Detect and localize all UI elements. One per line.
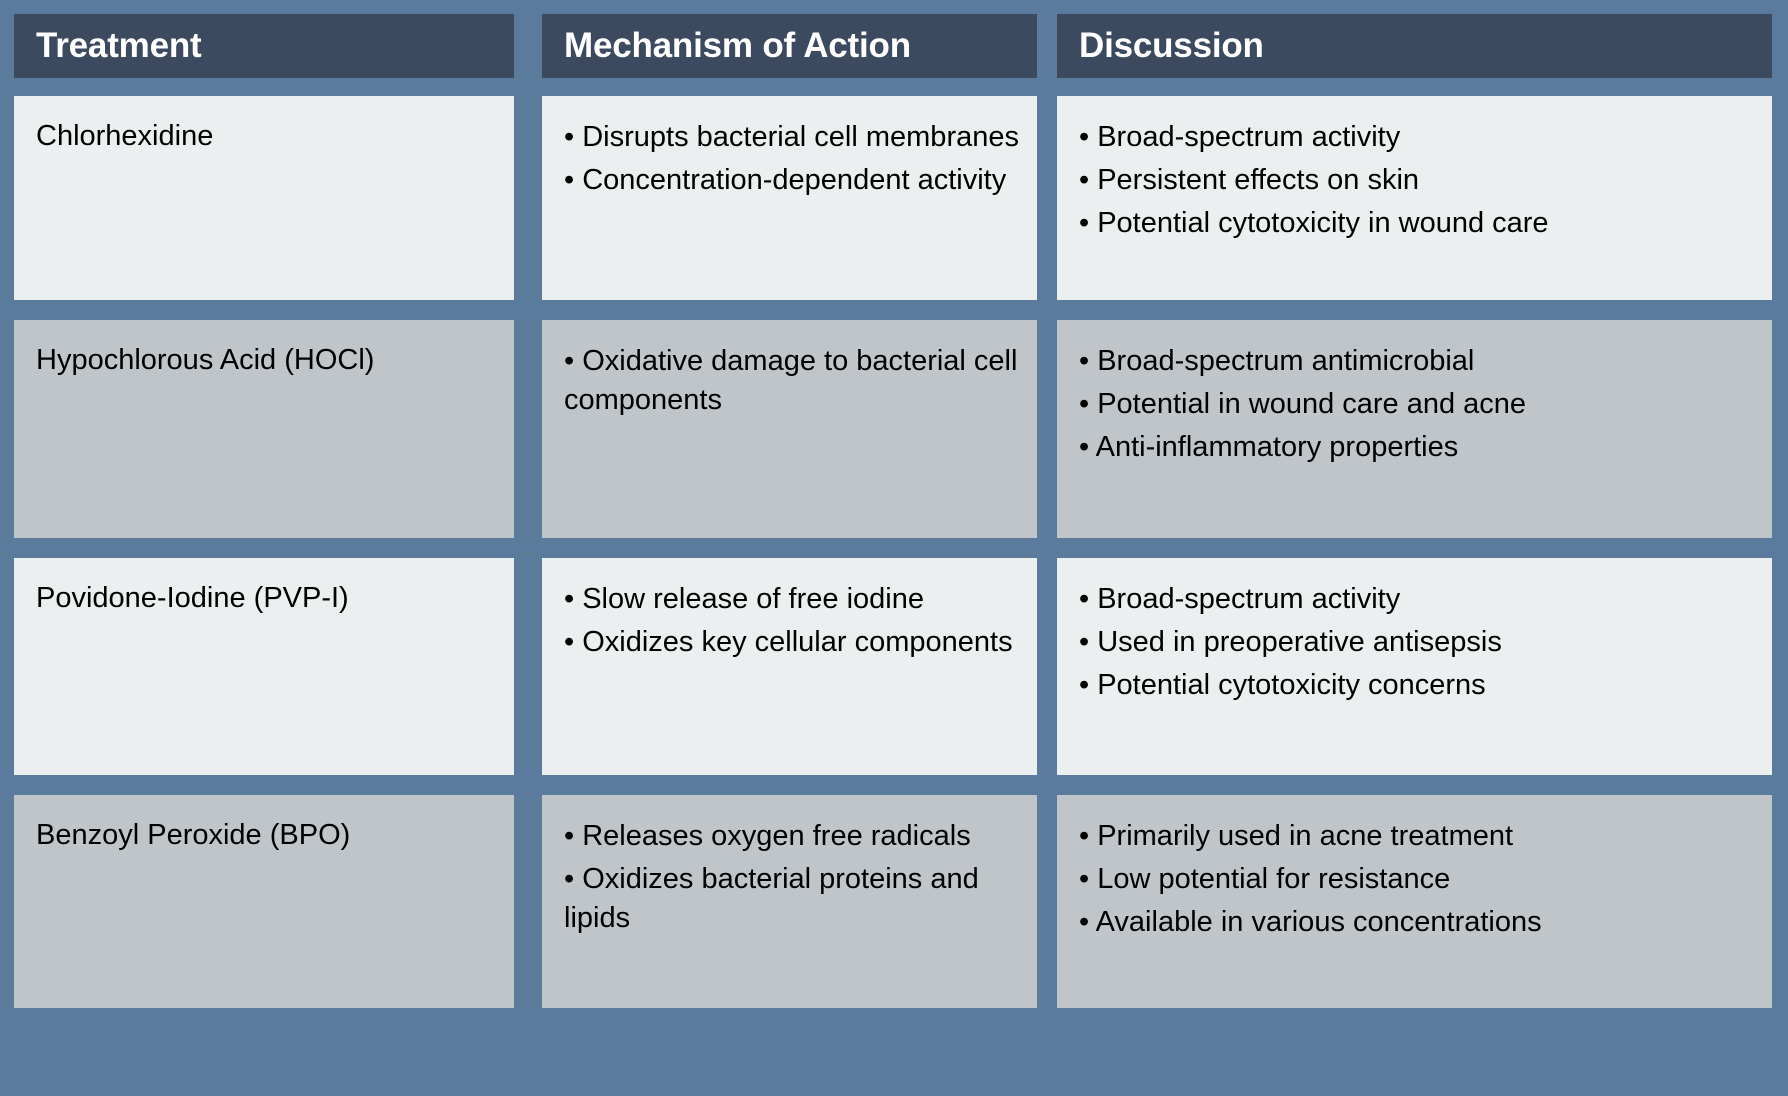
table-row: Hypochlorous Acid (HOCl) • Oxidative dam… <box>14 320 1778 538</box>
list-item: • Potential cytotoxicity concerns <box>1079 669 1486 702</box>
list-item: • Concentration-dependent activity <box>564 164 1007 197</box>
list-item: • Oxidizes key cellular components <box>564 626 1013 659</box>
discussion-cell: • Broad-spectrum activity • Persistent e… <box>1057 96 1772 300</box>
discussion-bullet-list: • Primarily used in acne treatment • Low… <box>1079 817 1756 942</box>
list-item: • Disrupts bacterial cell membranes <box>564 121 1019 153</box>
discussion-bullet-list: • Broad-spectrum activity • Used in preo… <box>1079 580 1756 705</box>
treatment-name: Hypochlorous Acid (HOCl) <box>36 344 375 376</box>
mechanism-cell: • Slow release of free iodine • Oxidizes… <box>542 558 1037 775</box>
list-item: • Releases oxygen free radicals <box>564 820 971 852</box>
mechanism-bullet-list: • Slow release of free iodine • Oxidizes… <box>564 580 1021 662</box>
mechanism-bullet-list: • Releases oxygen free radicals • Oxidiz… <box>564 817 1021 938</box>
column-header-discussion-label: Discussion <box>1079 26 1264 65</box>
mechanism-bullet-list: • Oxidative damage to bacterial cell com… <box>564 342 1021 420</box>
list-item: • Potential in wound care and acne <box>1079 388 1527 421</box>
discussion-bullet-list: • Broad-spectrum antimicrobial • Potenti… <box>1079 342 1756 467</box>
mechanism-cell: • Disrupts bacterial cell membranes • Co… <box>542 96 1037 300</box>
mechanism-cell: • Oxidative damage to bacterial cell com… <box>542 320 1037 538</box>
treatment-cell: Hypochlorous Acid (HOCl) <box>14 320 514 538</box>
table-row: Benzoyl Peroxide (BPO) • Releases oxygen… <box>14 795 1778 1008</box>
treatment-name: Benzoyl Peroxide (BPO) <box>36 819 351 851</box>
treatment-name: Povidone-Iodine (PVP-I) <box>36 582 349 614</box>
column-header-mechanism-of-action: Mechanism of Action <box>542 14 1037 78</box>
list-item: • Slow release of free iodine <box>564 583 924 615</box>
treatment-cell: Povidone-Iodine (PVP-I) <box>14 558 514 775</box>
column-header-mechanism-of-action-label: Mechanism of Action <box>564 26 911 65</box>
list-item: • Oxidizes bacterial proteins and lipids <box>564 863 979 935</box>
list-item: • Broad-spectrum activity <box>1079 121 1401 153</box>
list-item: • Persistent effects on skin <box>1079 164 1420 197</box>
list-item: • Broad-spectrum activity <box>1079 583 1401 615</box>
table-header-row: Treatment Mechanism of Action Discussion <box>14 14 1778 78</box>
list-item: • Broad-spectrum antimicrobial <box>1079 345 1475 377</box>
discussion-cell: • Primarily used in acne treatment • Low… <box>1057 795 1772 1008</box>
list-item: • Oxidative damage to bacterial cell com… <box>564 345 1018 417</box>
discussion-cell: • Broad-spectrum activity • Used in preo… <box>1057 558 1772 775</box>
treatment-cell: Benzoyl Peroxide (BPO) <box>14 795 514 1008</box>
list-item: • Used in preoperative antisepsis <box>1079 626 1502 659</box>
treatment-name: Chlorhexidine <box>36 120 214 152</box>
list-item: • Anti-inflammatory properties <box>1079 431 1459 464</box>
list-item: • Potential cytotoxicity in wound care <box>1079 207 1549 240</box>
column-header-treatment-label: Treatment <box>36 26 202 65</box>
list-item: • Low potential for resistance <box>1079 863 1451 896</box>
mechanism-bullet-list: • Disrupts bacterial cell membranes • Co… <box>564 118 1021 200</box>
column-header-discussion: Discussion <box>1057 14 1772 78</box>
table-row: Chlorhexidine • Disrupts bacterial cell … <box>14 96 1778 300</box>
treatment-cell: Chlorhexidine <box>14 96 514 300</box>
mechanism-cell: • Releases oxygen free radicals • Oxidiz… <box>542 795 1037 1008</box>
list-item: • Available in various concentrations <box>1079 906 1542 939</box>
column-header-treatment: Treatment <box>14 14 514 78</box>
discussion-bullet-list: • Broad-spectrum activity • Persistent e… <box>1079 118 1756 243</box>
list-item: • Primarily used in acne treatment <box>1079 820 1514 852</box>
discussion-cell: • Broad-spectrum antimicrobial • Potenti… <box>1057 320 1772 538</box>
table-row: Povidone-Iodine (PVP-I) • Slow release o… <box>14 558 1778 775</box>
